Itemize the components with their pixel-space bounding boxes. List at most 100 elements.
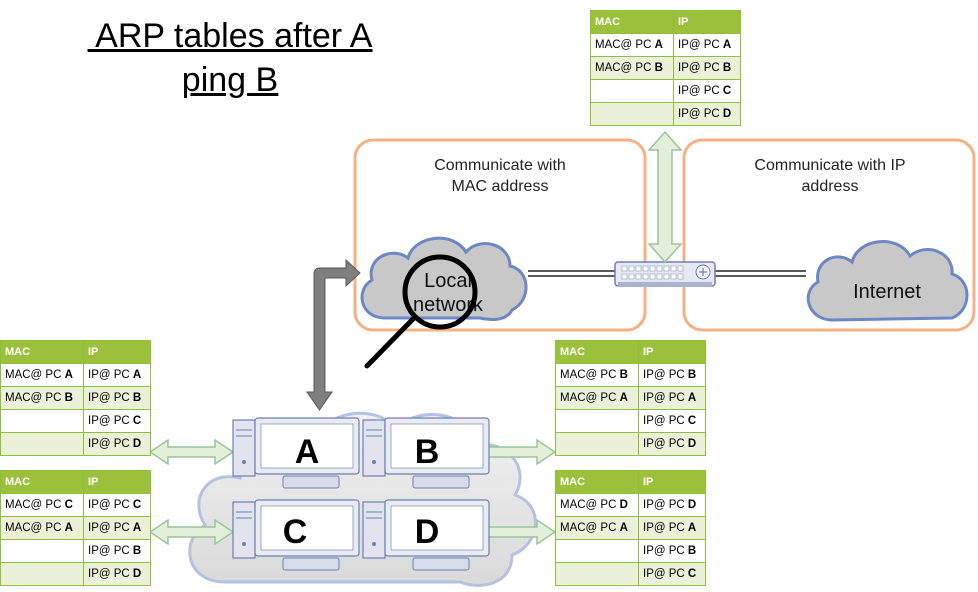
arp-cell-pc-letter: B xyxy=(64,392,73,404)
arp-cell-prefix: IP@ PC xyxy=(678,39,723,51)
arp-cell-prefix: IP@ PC xyxy=(88,438,133,450)
arp-cell-pc-letter: A xyxy=(687,522,697,534)
arp-cell-prefix: MAC@ PC xyxy=(595,39,655,51)
arp-cell-pc-letter: C xyxy=(687,415,697,427)
arp-table-cell-ip: IP@ PC D xyxy=(83,562,151,586)
arp-cell-pc-letter: D xyxy=(687,499,697,511)
arp-table-header-mac: MAC xyxy=(555,340,639,364)
magnifier-lens-icon xyxy=(402,254,478,330)
arp-table-cell-mac: MAC@ PC A xyxy=(555,516,639,540)
pc-d-label: D xyxy=(415,513,440,551)
arp-cell-prefix: MAC@ PC xyxy=(560,369,620,381)
arp-table-cell-ip: IP@ PC C xyxy=(673,79,741,103)
arp-table-cell-mac: MAC@ PC A xyxy=(0,516,84,540)
arp-cell-prefix: IP@ PC xyxy=(678,62,723,74)
arp-cell-pc-letter: B xyxy=(722,62,732,74)
arp-table-row: IP@ PC B xyxy=(555,539,706,563)
arp-table-cell-mac xyxy=(0,432,84,456)
arp-table-row: IP@ PC C xyxy=(555,409,706,433)
arp-table-cell-ip: IP@ PC D xyxy=(83,432,151,456)
arp-cell-prefix: IP@ PC xyxy=(643,438,688,450)
arp-table-cell-mac xyxy=(555,432,639,456)
arp-table-cell-mac: MAC@ PC B xyxy=(0,386,84,410)
local-zone-label-line2: MAC address xyxy=(452,178,549,195)
arp-cell-pc-letter: A xyxy=(132,369,142,381)
arp-table-cell-mac xyxy=(0,539,84,563)
arp-table-row: IP@ PC D xyxy=(555,432,706,456)
arp-table-row: IP@ PC C xyxy=(555,562,706,586)
arp-table-cell-ip: IP@ PC A xyxy=(83,516,151,540)
internet-zone-label-line2: address xyxy=(802,178,859,195)
pc-a-icon: A xyxy=(232,417,360,489)
arp-table-cell-mac: MAC@ PC A xyxy=(0,363,84,387)
arp-cell-pc-letter: A xyxy=(619,522,628,534)
arp-table-cell-ip: IP@ PC B xyxy=(638,539,706,563)
arp-cell-prefix: IP@ PC xyxy=(643,369,688,381)
arp-table-cell-mac xyxy=(0,409,84,433)
arp-table-cell-ip: IP@ PC D xyxy=(638,432,706,456)
pc-b-icon: B xyxy=(362,417,490,489)
arp-cell-pc-letter: D xyxy=(619,499,628,511)
page-title-line1: ARP tables after A xyxy=(87,17,373,55)
pc-b-label: B xyxy=(415,433,440,471)
arp-cell-prefix: IP@ PC xyxy=(88,522,133,534)
page-title: ARP tables after A ping B xyxy=(40,14,420,102)
arp-table-row: IP@ PC D xyxy=(590,102,741,126)
arp-table-header-ip: IP xyxy=(638,340,706,364)
arp-cell-prefix: IP@ PC xyxy=(643,392,688,404)
arp-cell-pc-letter: D xyxy=(132,568,142,580)
arp-table-cell-mac xyxy=(590,102,674,126)
internet-zone-label-line1: Communicate with IP xyxy=(754,157,905,174)
arp-table-header-mac: MAC xyxy=(0,340,84,364)
arp-cell-prefix: MAC@ PC xyxy=(5,522,65,534)
arp-table-row: IP@ PC C xyxy=(590,79,741,103)
arp-table-row: MAC@ PC B IP@ PC B xyxy=(590,56,741,80)
magnifier-handle-icon xyxy=(364,314,418,369)
local-network-label-line1: Local xyxy=(424,270,472,292)
arp-cell-pc-letter: B xyxy=(132,545,142,557)
arp-cell-prefix: IP@ PC xyxy=(88,415,133,427)
arp-cell-prefix: IP@ PC xyxy=(88,499,133,511)
arp-table-cell-ip: IP@ PC B xyxy=(638,363,706,387)
arp-cell-prefix: IP@ PC xyxy=(678,108,723,120)
pc-d-icon: D xyxy=(362,499,490,571)
arp-cell-pc-letter: A xyxy=(619,392,628,404)
arp-cell-prefix: IP@ PC xyxy=(643,499,688,511)
arp-table-cell-mac: MAC@ PC A xyxy=(590,33,674,57)
internet-cloud-icon xyxy=(806,240,969,322)
arp-cell-prefix: IP@ PC xyxy=(643,545,688,557)
arp-cell-prefix: MAC@ PC xyxy=(5,499,65,511)
arp-cell-pc-letter: A xyxy=(132,522,142,534)
arp-cell-prefix: MAC@ PC xyxy=(5,392,65,404)
arp-table-row: IP@ PC B xyxy=(0,539,151,563)
arp-table-cell-ip: IP@ PC A xyxy=(83,363,151,387)
arp-cell-pc-letter: C xyxy=(722,85,732,97)
internet-label: Internet xyxy=(853,281,921,303)
zoom-connector-arrow xyxy=(306,258,361,411)
arp-cell-pc-letter: A xyxy=(64,522,73,534)
arp-table-cell-mac: MAC@ PC B xyxy=(590,56,674,80)
pc-c-icon: C xyxy=(232,499,360,571)
arp-table-row: IP@ PC D xyxy=(0,562,151,586)
arp-table-cell-ip: IP@ PC C xyxy=(638,409,706,433)
arp-table-header-mac: MAC xyxy=(590,10,674,34)
page-title-line2: ping B xyxy=(181,61,279,99)
arp-table-cell-mac xyxy=(555,539,639,563)
arp-cell-prefix: IP@ PC xyxy=(88,545,133,557)
switch-table-arrow xyxy=(647,130,683,264)
arp-cell-prefix: MAC@ PC xyxy=(5,369,65,381)
pc-a-table-arrow xyxy=(148,438,235,466)
arp-table-row: IP@ PC D xyxy=(0,432,151,456)
arp-table-cell-mac xyxy=(590,79,674,103)
arp-cell-pc-letter: D xyxy=(687,438,697,450)
